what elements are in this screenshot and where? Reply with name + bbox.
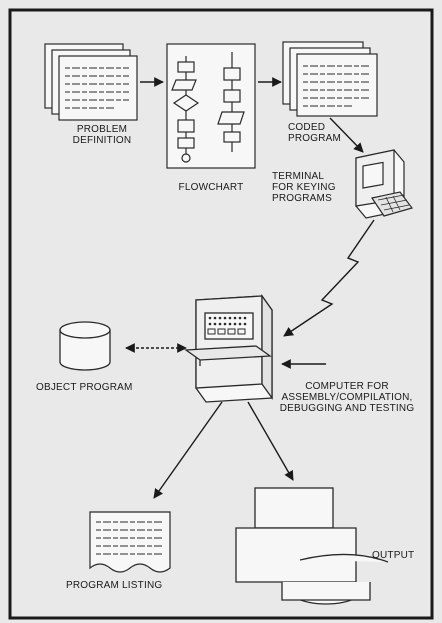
- problem-definition-label: PROBLEM DEFINITION: [72, 124, 132, 146]
- program-listing-icon: [89, 511, 171, 573]
- object-program-label: OBJECT PROGRAM: [36, 382, 133, 393]
- computer-label: COMPUTER FOR ASSEMBLY/COMPILATION, DEBUG…: [279, 381, 415, 414]
- outer-frame: [8, 8, 434, 620]
- connectors: [125, 77, 375, 499]
- lightning-terminal-to-computer: [283, 219, 375, 337]
- flowchart-label: FLOWCHART: [178, 182, 244, 193]
- output-printer-icon: [235, 487, 389, 605]
- arrow-coded-to-terminal: [329, 117, 364, 153]
- output-label: OUTPUT: [372, 550, 415, 561]
- terminal-label: TERMINAL FOR KEYING PROGRAMS: [272, 171, 336, 204]
- coded-program-document-icon: [282, 41, 378, 117]
- computer-icon: [184, 293, 273, 403]
- arrow-computer-to-output: [247, 401, 294, 481]
- terminal-icon: [355, 149, 414, 219]
- program-listing-label: PROGRAM LISTING: [66, 580, 163, 591]
- object-program-disk-icon: [59, 321, 111, 371]
- problem-definition-document-icon: [44, 43, 138, 121]
- arrow-computer-to-listing: [153, 401, 223, 499]
- flowchart-sheet-icon: [166, 43, 256, 169]
- coded-program-label: CODED PROGRAM: [288, 122, 342, 144]
